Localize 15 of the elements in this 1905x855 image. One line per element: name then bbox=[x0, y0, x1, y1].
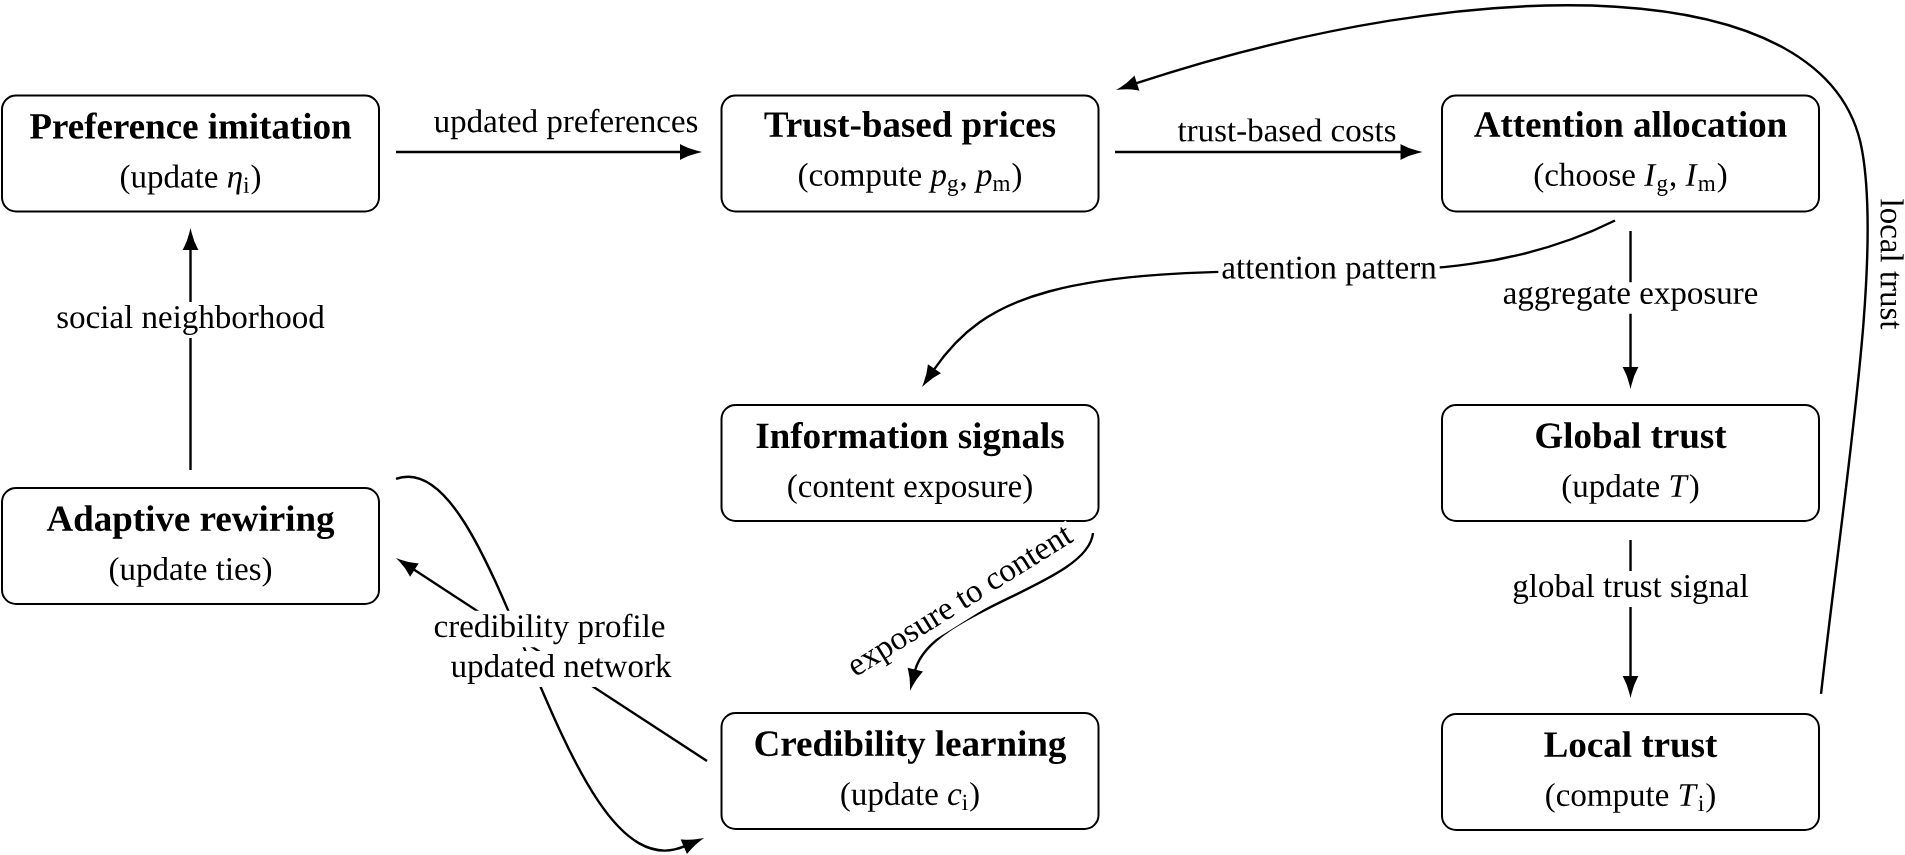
process-box: Credibility learning (update c$_{i}$) bbox=[720, 712, 1100, 830]
edge-label: local trust bbox=[1877, 195, 1905, 333]
process-box: Adaptive rewiring (update ties) bbox=[1, 487, 380, 605]
process-box: Preference imitation (update η$_{i}$) bbox=[1, 94, 380, 213]
process-box: Information signals (content exposure) bbox=[720, 404, 1100, 522]
edge-label: updated preferences bbox=[430, 105, 702, 143]
arrow bbox=[396, 144, 699, 160]
edge-label: social neighborhood bbox=[53, 302, 328, 338]
process-box: Global trust (update T) bbox=[1441, 404, 1820, 522]
arrow bbox=[908, 532, 1095, 688]
process-box: Attention allocation (choose I$_{g}$, I$_{m}$) bbox=[1441, 94, 1820, 213]
process-box: Trust-based prices (compute p$_{g}$, p$_{m}$) bbox=[720, 94, 1100, 213]
edge-label: trust-based costs bbox=[1174, 115, 1400, 145]
process-box: Local trust (compute T$_{i}$) bbox=[1441, 713, 1820, 831]
edge-label: global trust signal bbox=[1509, 571, 1752, 607]
